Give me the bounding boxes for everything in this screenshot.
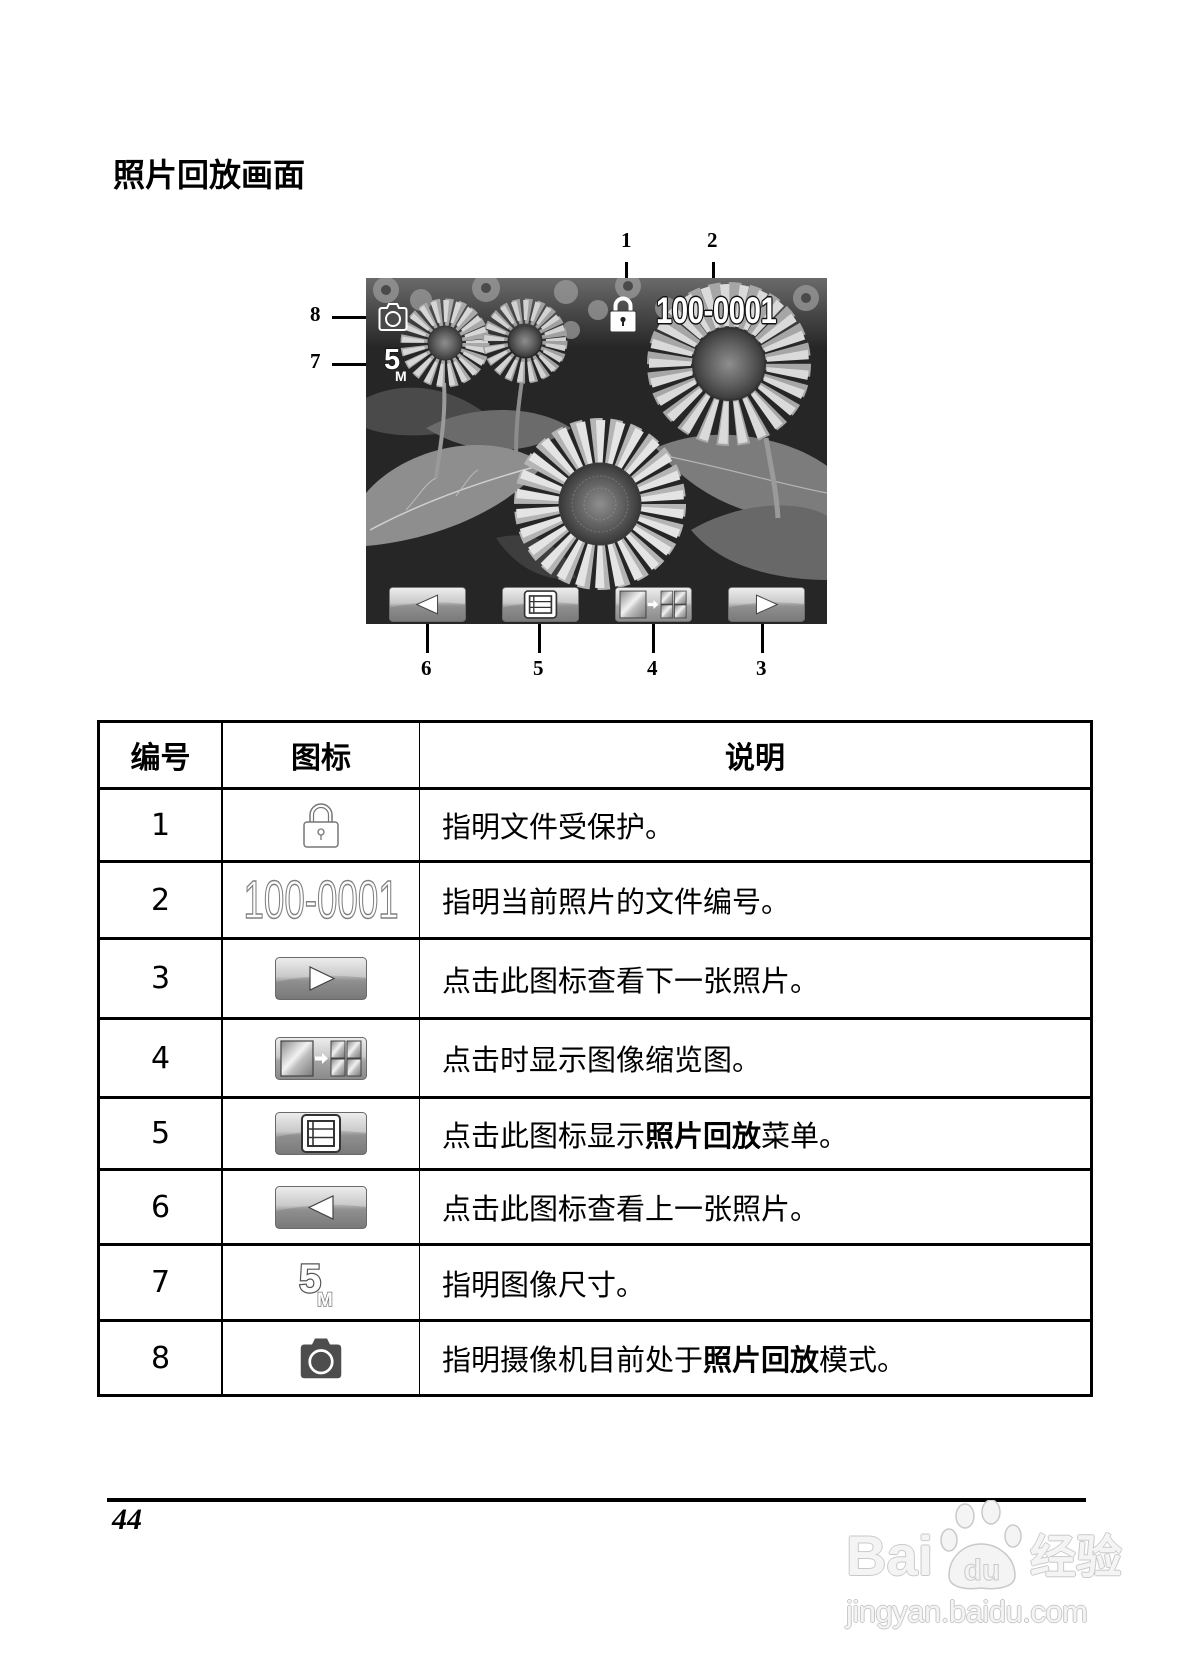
callout-1: 1 — [621, 228, 632, 252]
row-number: 8 — [100, 1322, 223, 1394]
row-icon-cell — [223, 1099, 420, 1168]
callout-8: 8 — [310, 302, 321, 326]
table-row: 4 点击时显示图像缩览图。 — [100, 1017, 1090, 1096]
watermark-paw-text: du — [964, 1554, 1001, 1587]
description-text: 点击此图标查看上一张照片。 — [442, 1192, 820, 1226]
triangle-left-icon — [415, 594, 439, 615]
row-number: 3 — [100, 940, 223, 1017]
table-header-row: 编号 图标 说明 — [100, 723, 1090, 787]
description-text: 指明图像尺寸。 — [442, 1267, 646, 1302]
lock-icon — [609, 296, 637, 333]
thumbnail-view-icon — [619, 590, 687, 619]
row-description: 点击此图标查看上一张照片。 — [420, 1171, 1090, 1243]
row-icon-cell: 5 M — [223, 1246, 420, 1319]
description-text: 指明当前照片的文件编号。 — [442, 885, 791, 919]
row-number: 1 — [100, 790, 223, 860]
lock-icon — [303, 803, 339, 848]
description-text: 点击此图标显示 — [442, 1118, 646, 1153]
header-icon: 图标 — [223, 723, 420, 787]
table-row: 3 点击此图标查看下一张照片。 — [100, 937, 1090, 1017]
row-description: 点击此图标显示照片回放菜单。 — [420, 1099, 1090, 1168]
triangle-right-icon — [755, 594, 779, 615]
description-text-end: 菜单。 — [761, 1118, 849, 1153]
row-description: 指明当前照片的文件编号。 — [420, 863, 1090, 937]
row-icon-cell — [223, 940, 420, 1017]
row-number: 2 — [100, 863, 223, 937]
thumbnail-button-icon — [275, 1036, 367, 1080]
row-description: 指明图像尺寸。 — [420, 1246, 1090, 1319]
table-row: 7 5 M 指明图像尺寸。 — [100, 1243, 1090, 1319]
row-description: 指明文件受保护。 — [420, 790, 1090, 860]
callout-6: 6 — [421, 656, 432, 680]
sunflower-photo — [366, 278, 827, 624]
section-title: 照片回放画面 — [113, 156, 306, 194]
watermark-jingyan-text: 经验 — [1030, 1531, 1122, 1583]
row-icon-cell — [223, 1171, 420, 1243]
menu-list-icon — [523, 590, 558, 619]
playback-menu-button — [502, 587, 579, 622]
image-size-icon: 5 M — [383, 344, 407, 382]
camera-mode-icon — [300, 1338, 342, 1379]
row-icon-cell: 100-0001 — [223, 863, 420, 937]
watermark-brand-text: Bai — [846, 1524, 934, 1587]
image-size-unit: M — [317, 1290, 333, 1307]
row-number: 7 — [100, 1246, 223, 1319]
previous-button-icon — [275, 1185, 367, 1229]
row-number: 6 — [100, 1171, 223, 1243]
table-row: 8 指明摄像机目前处于照片回放模式。 — [100, 1319, 1090, 1394]
leader-line-6 — [426, 624, 429, 653]
callout-3: 3 — [756, 656, 767, 680]
footer-rule — [107, 1498, 1086, 1502]
thumbnail-view-button — [615, 587, 692, 622]
row-icon-cell — [223, 1020, 420, 1096]
leader-line-3 — [761, 624, 764, 653]
table-row: 5 点击此图标显示照片回放菜单。 — [100, 1096, 1090, 1168]
next-photo-button — [728, 587, 805, 622]
description-bold-text: 照片回放 — [703, 1343, 820, 1377]
image-size-icon: 5 M — [298, 1259, 334, 1307]
playback-screen-illustration: 5 M 100-0001 — [366, 278, 827, 624]
callout-4: 4 — [647, 656, 658, 680]
image-size-number: 5 — [299, 1259, 321, 1301]
callout-7: 7 — [310, 349, 321, 373]
file-number: 100-0001 — [656, 290, 777, 331]
row-icon-cell — [223, 790, 420, 860]
description-text: 指明摄像机目前处于 — [442, 1343, 704, 1377]
row-description: 指明摄像机目前处于照片回放模式。 — [420, 1322, 1090, 1394]
callout-5: 5 — [533, 656, 544, 680]
table-row: 2 100-0001 指明当前照片的文件编号。 — [100, 860, 1090, 937]
menu-button-icon — [275, 1112, 367, 1155]
next-button-icon — [275, 957, 367, 1000]
image-size-unit: M — [395, 368, 407, 382]
leader-line-7 — [332, 363, 374, 366]
camera-mode-icon — [378, 303, 408, 331]
row-description: 点击此图标查看下一张照片。 — [420, 940, 1090, 1017]
description-text-end: 模式。 — [819, 1343, 907, 1377]
description-text: 点击时显示图像缩览图。 — [442, 1043, 762, 1077]
table-row: 1 指明文件受保护。 — [100, 787, 1090, 860]
page-number: 44 — [112, 1503, 142, 1536]
description-bold-text: 照片回放 — [645, 1118, 762, 1153]
file-number-icon: 100-0001 — [243, 870, 399, 930]
description-text: 指明文件受保护。 — [442, 810, 675, 844]
watermark-url: jingyan.baidu.com — [846, 1594, 1088, 1629]
header-number: 编号 — [100, 723, 223, 787]
image-size-number: 5 — [384, 344, 400, 376]
callout-2: 2 — [707, 228, 718, 252]
header-description: 说明 — [725, 741, 785, 776]
table-row: 6 点击此图标查看上一张照片。 — [100, 1168, 1090, 1243]
leader-line-5 — [538, 624, 541, 653]
row-number: 4 — [100, 1020, 223, 1096]
leader-line-8 — [332, 316, 374, 319]
icon-legend-table: 编号 图标 说明 1 指明文件受保护。 2 100-0001 指明当前照片的文件… — [97, 720, 1093, 1397]
row-icon-cell — [223, 1322, 420, 1394]
watermark-paw-logo: du — [940, 1500, 1022, 1590]
row-number: 5 — [100, 1099, 223, 1168]
previous-photo-button — [389, 587, 466, 622]
leader-line-4 — [652, 624, 655, 653]
description-text: 点击此图标查看下一张照片。 — [442, 963, 820, 998]
row-description: 点击时显示图像缩览图。 — [420, 1020, 1090, 1096]
